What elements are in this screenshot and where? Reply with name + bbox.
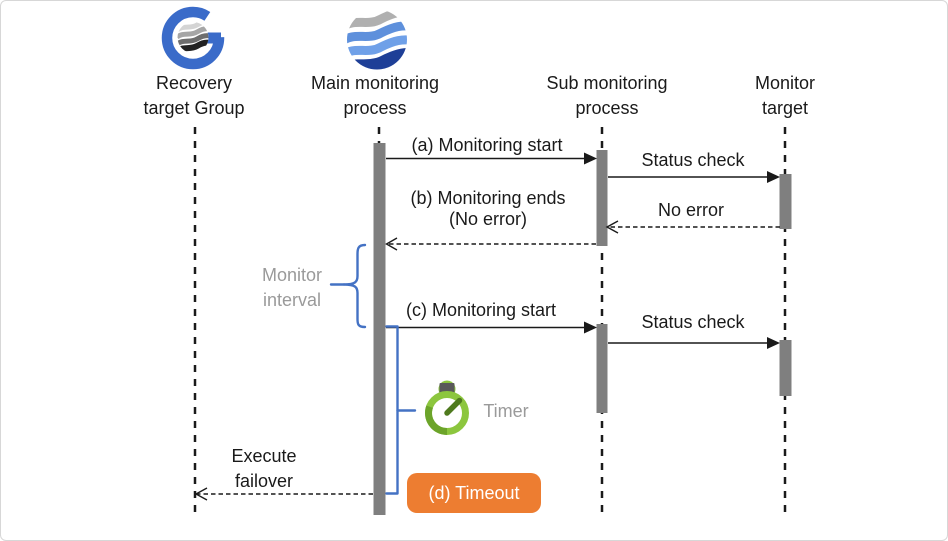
header-line: Sub monitoring [546, 73, 668, 93]
header-line: Recovery [155, 73, 233, 93]
activation-bar-sub-1 [596, 150, 608, 246]
lifeline-header-monitor-target: Monitor target [755, 71, 815, 121]
arrowhead-c [584, 321, 597, 334]
message-line: Execute [231, 446, 297, 466]
timer-label: Timer [483, 401, 529, 421]
timer-bracket [385, 325, 417, 495]
message-label-c-monitoring-start: (c) Monitoring start [405, 300, 557, 320]
arrowhead-status-2 [767, 337, 780, 349]
lifeline-header-main-monitoring-process: Main monitoring process [311, 71, 439, 121]
lifeline-header-sub-monitoring-process: Sub monitoring process [546, 71, 667, 121]
arrowhead-status-1 [767, 171, 780, 183]
arrowhead-no-error [605, 220, 619, 234]
activation-bar-target-1 [779, 174, 792, 229]
activation-bars [373, 143, 792, 515]
arrowhead-failover [194, 487, 208, 501]
lifeline-header-recovery-target-group: Recovery target Group [143, 71, 244, 121]
message-label-status-check-2: Status check [641, 312, 745, 332]
monitor-interval-label: Monitor interval [262, 263, 322, 313]
header-line: target Group [143, 98, 245, 118]
header-line: Monitor [754, 73, 816, 93]
dashed-arrows [194, 220, 780, 501]
message-line: (No error) [448, 209, 528, 229]
header-line: process [575, 98, 639, 118]
stopwatch-icon [425, 380, 469, 435]
activation-bar-main [373, 143, 386, 515]
arrowhead-a [584, 152, 597, 165]
annotation-line: interval [262, 290, 322, 310]
message-line: (b) Monitoring ends [410, 188, 566, 208]
message-label-no-error: No error [657, 200, 725, 220]
waves-logo-icon [347, 9, 407, 70]
message-label-b-monitoring-ends: (b) Monitoring ends (No error) [410, 188, 565, 230]
solid-arrowheads [584, 152, 780, 349]
message-label-status-check-1: Status check [641, 150, 745, 170]
activation-bar-sub-2 [596, 324, 608, 413]
arrowhead-b [385, 237, 398, 251]
timeout-badge: (d) Timeout [407, 473, 541, 513]
activation-bar-target-2 [779, 340, 792, 396]
message-line: failover [234, 471, 294, 491]
header-line: target [761, 98, 809, 118]
message-label-a-monitoring-start: (a) Monitoring start [411, 135, 563, 155]
solid-arrows [386, 157, 768, 344]
header-line: process [343, 98, 407, 118]
header-line: Main monitoring [310, 73, 440, 93]
group-logo-icon [161, 6, 225, 70]
message-label-execute-failover: Execute failover [231, 444, 296, 494]
annotation-line: Monitor [261, 265, 323, 285]
monitor-interval-brace [329, 243, 367, 329]
timeout-label: (d) Timeout [428, 482, 520, 503]
lifeline-dashed-lines [193, 127, 787, 516]
